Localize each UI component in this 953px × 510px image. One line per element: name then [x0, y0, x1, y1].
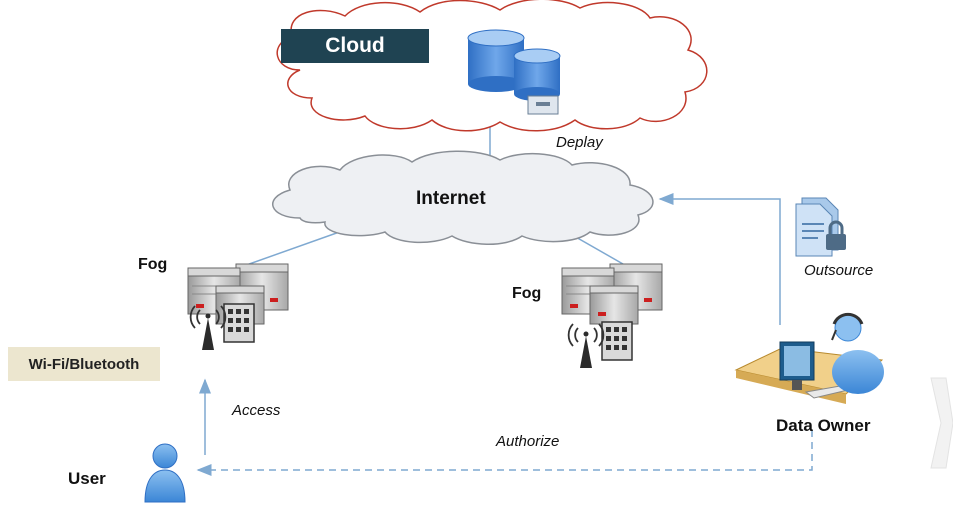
- chevron-right-icon: [930, 377, 953, 469]
- data-owner-label: Data Owner: [776, 416, 871, 435]
- owner-outsource-arrow: [658, 193, 781, 325]
- fog-right-label: Fog: [512, 285, 542, 302]
- outsource-label: Outsource: [804, 262, 874, 279]
- internet-fog-left-link: [237, 229, 346, 269]
- wireless-tower-icon: [567, 321, 633, 369]
- user-label: User: [68, 469, 106, 488]
- authorize-label: Authorize: [496, 433, 560, 450]
- database-icon: [467, 29, 561, 115]
- wifi-bluetooth-label: Wi-Fi/Bluetooth: [8, 347, 160, 381]
- cloud-label: Cloud: [281, 29, 429, 63]
- internet-cloud-shape: [272, 150, 654, 245]
- deploy-label: Deplay: [556, 134, 603, 151]
- user-icon: [144, 443, 186, 503]
- document-lock-icon: [795, 197, 846, 257]
- internet-label: Internet: [416, 188, 486, 209]
- access-label: Access: [232, 402, 281, 419]
- data-owner-workstation-icon: [734, 312, 884, 404]
- fog-left-label: Fog: [138, 256, 168, 273]
- server-rack-icon: [561, 263, 663, 325]
- authorize-arrow: [196, 430, 813, 476]
